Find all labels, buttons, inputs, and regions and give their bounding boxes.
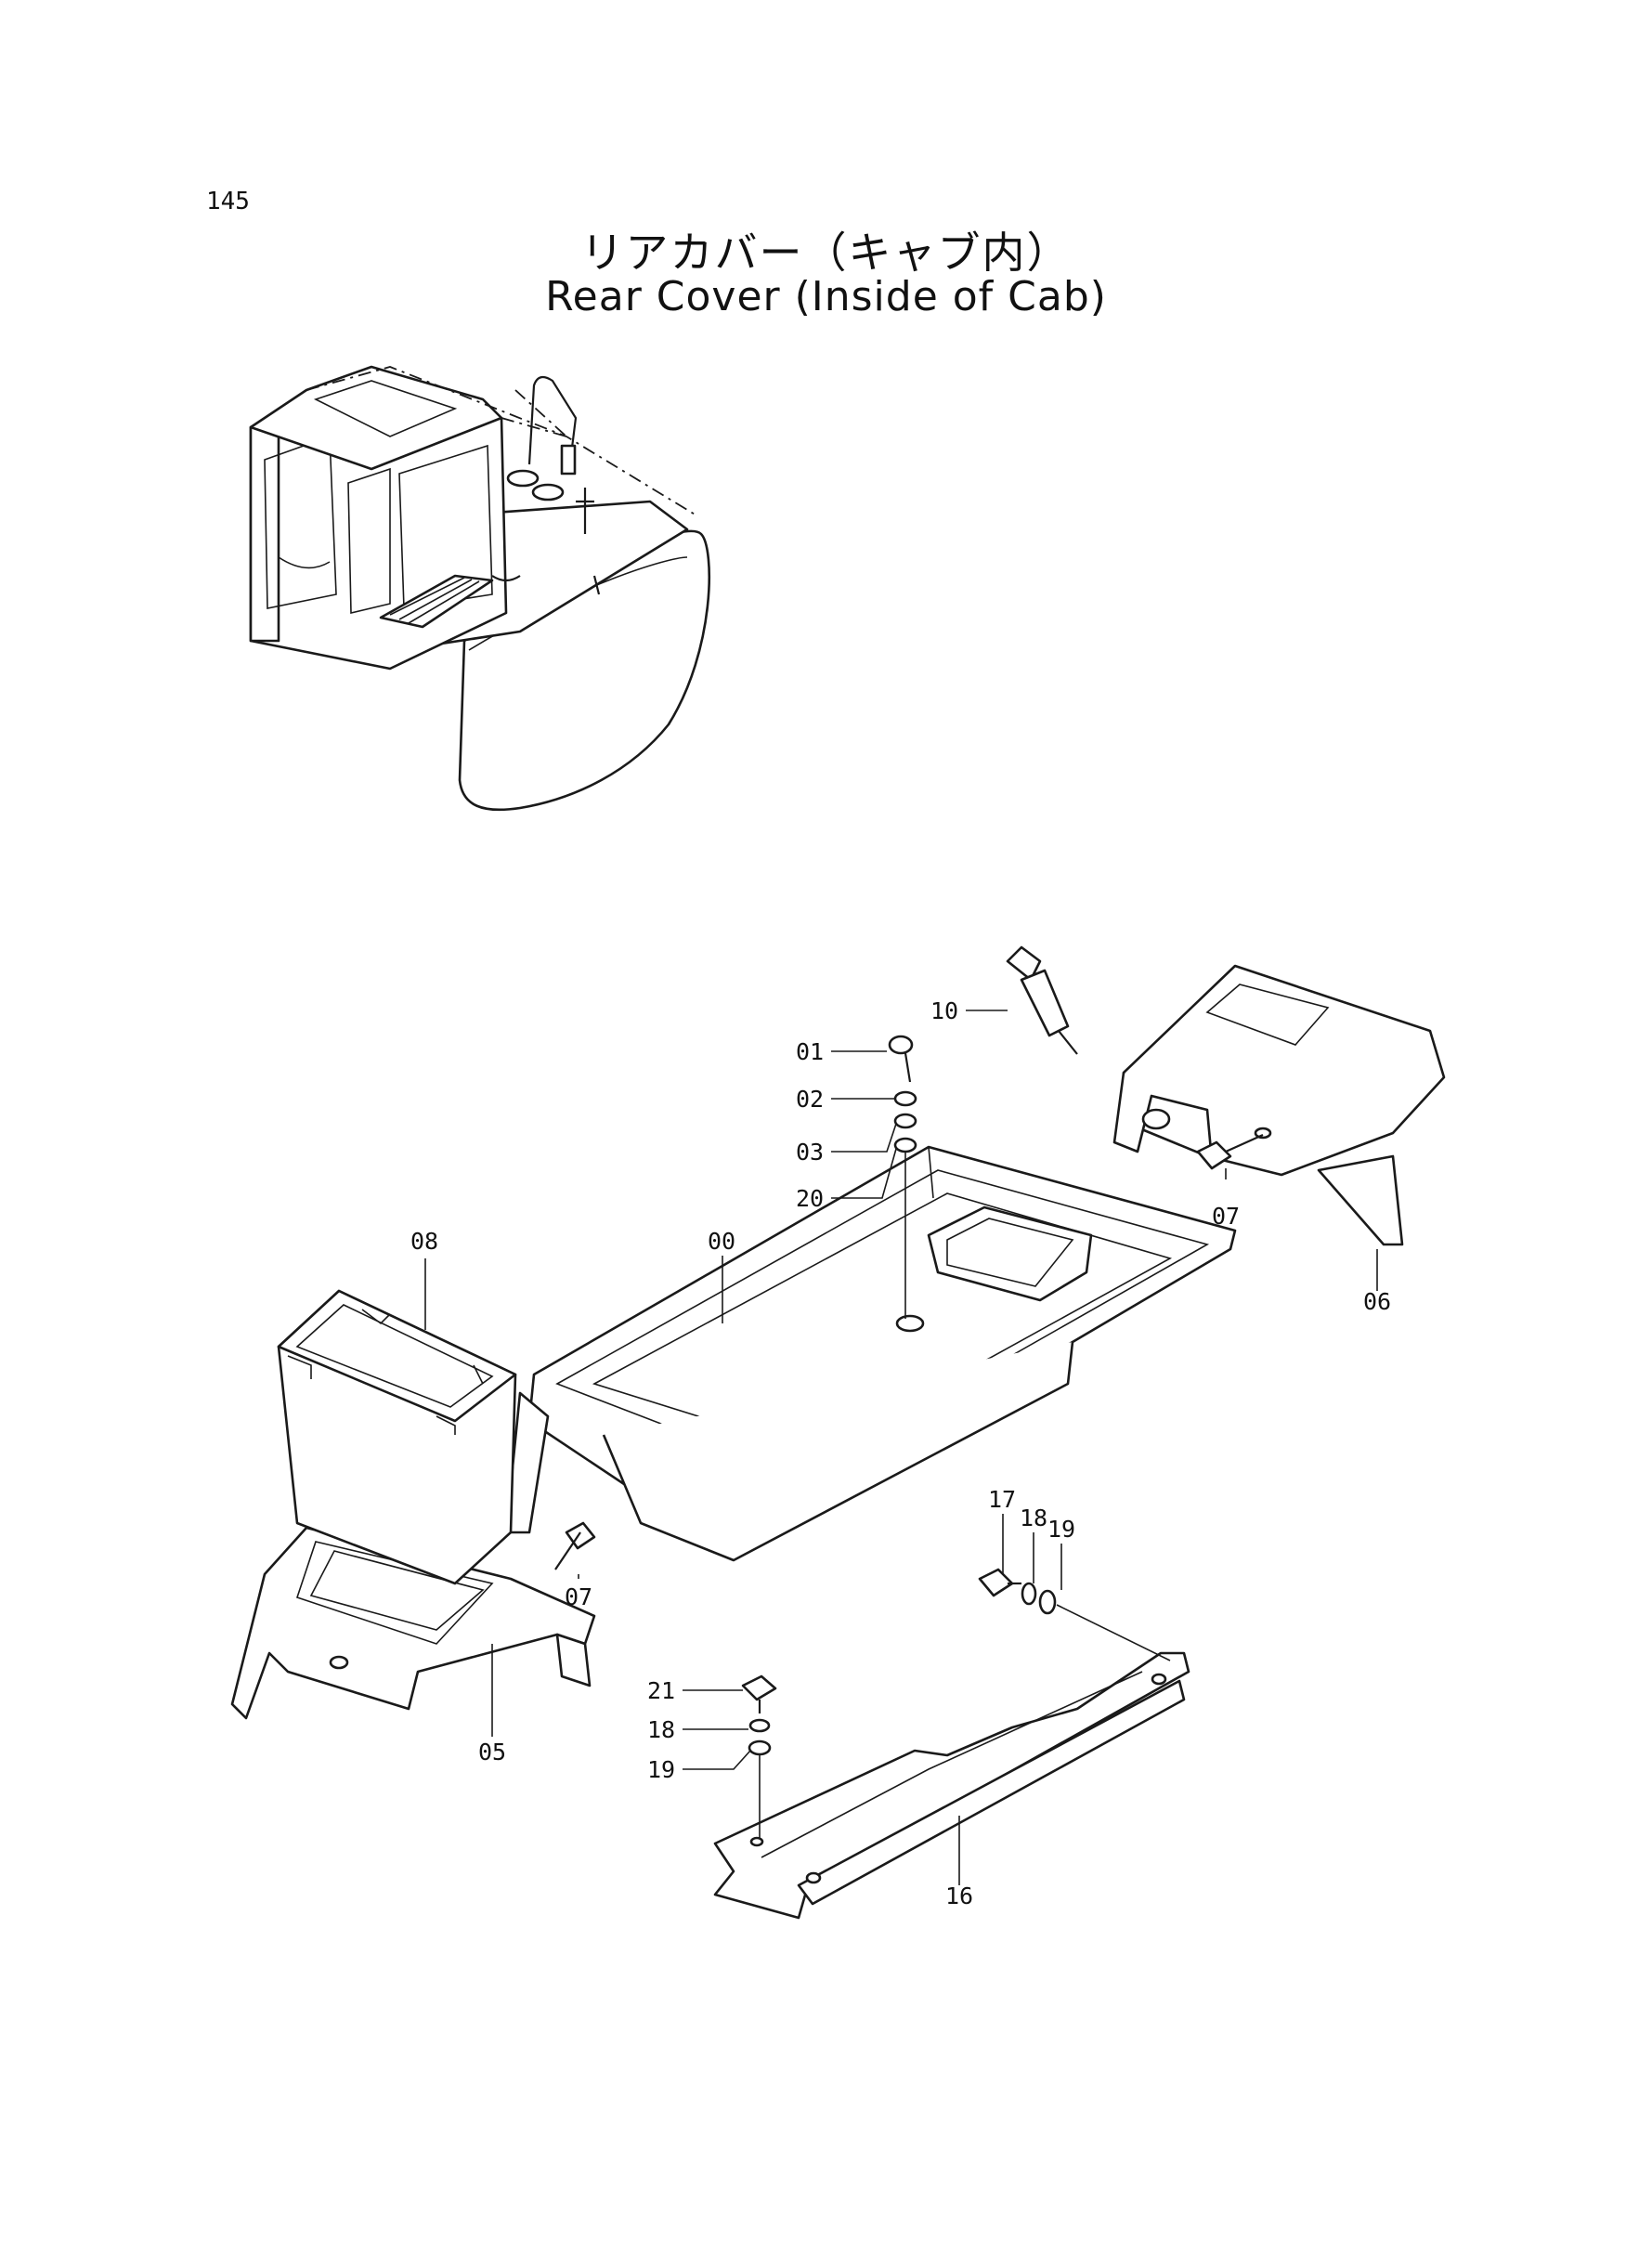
callout-18-lower: 18 bbox=[647, 1716, 675, 1743]
callout-19-upper: 19 bbox=[1047, 1516, 1075, 1543]
callout-20: 20 bbox=[796, 1185, 824, 1212]
callout-labels: 10 01 02 03 20 07 06 08 00 07 05 17 18 1… bbox=[410, 997, 1391, 1909]
callout-05: 05 bbox=[478, 1739, 506, 1765]
callout-06: 06 bbox=[1363, 1288, 1391, 1315]
callout-01: 01 bbox=[796, 1038, 824, 1065]
part-08-storage-box bbox=[277, 1289, 517, 1585]
part-16-floor-cover bbox=[713, 1651, 1190, 1920]
callout-07-right: 07 bbox=[1212, 1203, 1240, 1230]
callout-08: 08 bbox=[410, 1228, 438, 1255]
callout-17: 17 bbox=[988, 1486, 1016, 1513]
part-06-side-cover bbox=[1112, 964, 1446, 1246]
page-number: 145 bbox=[206, 188, 250, 215]
callout-03: 03 bbox=[796, 1139, 824, 1166]
part-00-console-tray bbox=[504, 1145, 1237, 1562]
callout-leaders bbox=[424, 1010, 1378, 1885]
callout-16: 16 bbox=[945, 1883, 973, 1909]
callout-18-upper: 18 bbox=[1020, 1505, 1047, 1531]
callout-21: 21 bbox=[647, 1677, 675, 1704]
callout-10: 10 bbox=[930, 997, 958, 1024]
callout-02: 02 bbox=[796, 1086, 824, 1113]
callout-07-left: 07 bbox=[565, 1583, 592, 1610]
callout-00: 00 bbox=[708, 1228, 735, 1255]
title-english: Rear Cover (Inside of Cab) bbox=[545, 273, 1107, 320]
hardware-fasteners bbox=[554, 945, 1264, 1839]
excavator-overview-illustration bbox=[249, 365, 711, 812]
title-japanese: リアカバー（キャブ内） bbox=[580, 228, 1072, 278]
callout-19-lower: 19 bbox=[647, 1756, 675, 1783]
